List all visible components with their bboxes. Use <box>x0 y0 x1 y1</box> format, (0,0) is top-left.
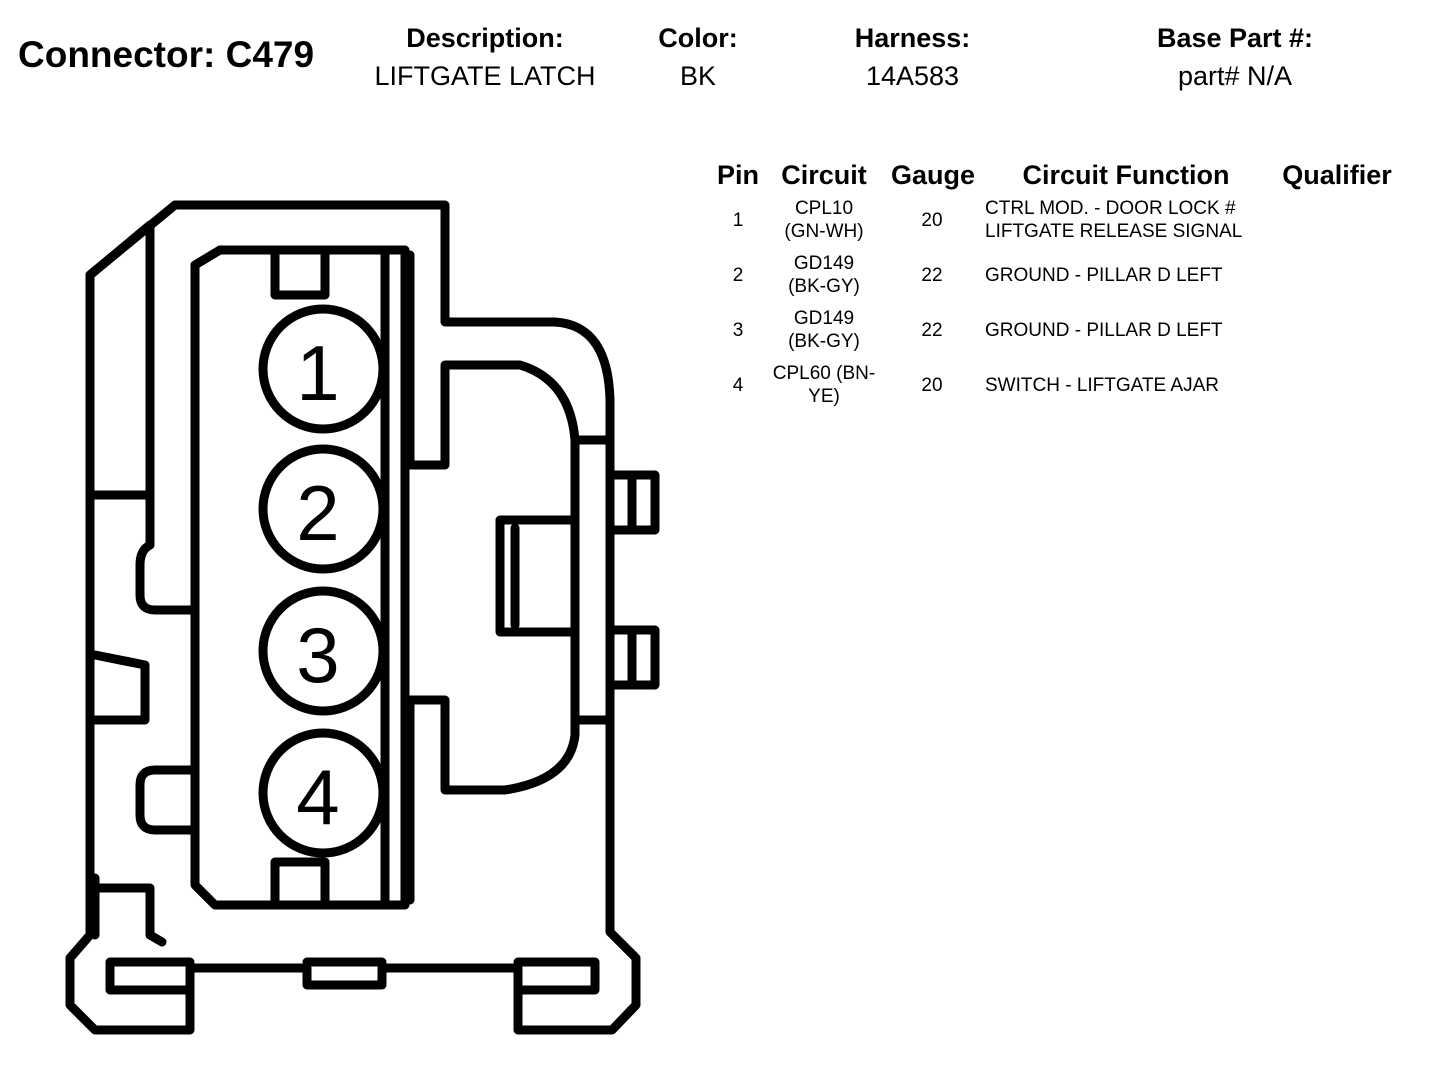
description-block: Description: LIFTGATE LATCH <box>355 22 615 92</box>
pin-circle-4 <box>258 728 388 858</box>
color-label: Color: <box>658 23 738 53</box>
gauge-cell: 20 <box>921 210 943 231</box>
gauge-cell: 22 <box>921 320 943 341</box>
circuit-line-2: (BK-GY) <box>788 331 860 352</box>
circuit-line-2: YE) <box>808 386 840 407</box>
pin-cavity-outline <box>190 245 410 910</box>
header-qualifier: Qualifier <box>1282 160 1392 190</box>
circuit-line-1: CPL60 (BN- <box>772 363 876 384</box>
header-pin: Pin <box>716 160 759 190</box>
pin-circle-1 <box>258 304 388 434</box>
connector-face-drawing: 1 2 3 4 <box>65 200 660 1035</box>
circuit-line-2: (BK-GY) <box>788 276 860 297</box>
circuit-line-1: GD149 <box>793 308 855 329</box>
base-part-value: part# N/A <box>1177 61 1293 91</box>
pin-key-bottom <box>270 857 330 905</box>
latch-tab-upper <box>605 470 660 535</box>
circuit-line-1: GD149 <box>793 253 855 274</box>
function-cell: GROUND - PILLAR D LEFT <box>985 264 1295 287</box>
pin-label-1: 1 <box>296 329 339 417</box>
description-value: LIFTGATE LATCH <box>374 61 596 91</box>
housing-left-notch-top <box>135 490 195 615</box>
function-cell: CTRL MOD. - DOOR LOCK # LIFTGATE RELEASE… <box>985 197 1295 243</box>
pin-key-top <box>270 250 330 300</box>
description-label: Description: <box>406 23 564 53</box>
header-circuit: Circuit <box>781 160 867 190</box>
pin-number: 3 <box>732 320 744 341</box>
function-line-1: CTRL MOD. - DOOR LOCK # <box>985 198 1236 219</box>
circuit-line-2: (GN-WH) <box>784 221 864 242</box>
color-block: Color: BK <box>638 22 758 92</box>
pin-circle-3 <box>258 586 388 716</box>
circuit-line-1: CPL10 <box>794 198 854 219</box>
function-line-2: LIFTGATE RELEASE SIGNAL <box>985 221 1243 242</box>
table-row: 2 GD149 (BK-GY) 22 GROUND - PILLAR D LEF… <box>706 252 1406 304</box>
latch-rail <box>570 435 615 725</box>
circuit-cell: CPL10 (GN-WH) <box>762 197 886 243</box>
circuit-cell: GD149 (BK-GY) <box>762 307 886 353</box>
pin-label-3: 3 <box>296 611 339 699</box>
pin-number: 1 <box>732 210 744 231</box>
latch-tab-lower <box>605 625 660 690</box>
harness-label: Harness: <box>854 23 971 53</box>
color-value: BK <box>679 61 717 91</box>
function-cell: SWITCH - LIFTGATE AJAR <box>985 374 1295 397</box>
latch-block <box>495 515 580 637</box>
function-line-1: GROUND - PILLAR D LEFT <box>985 320 1223 341</box>
header-gauge: Gauge <box>890 160 976 190</box>
housing-left-lower-bracket <box>90 873 167 947</box>
base-part-label: Base Part #: <box>1156 23 1314 53</box>
function-line-1: SWITCH - LIFTGATE AJAR <box>985 375 1219 396</box>
function-line-1: GROUND - PILLAR D LEFT <box>985 265 1223 286</box>
foot-right <box>513 957 600 995</box>
pin-number: 2 <box>732 265 744 286</box>
gauge-cell: 20 <box>921 375 943 396</box>
housing-left-inner-wall <box>85 220 155 500</box>
header-function: Circuit Function <box>1022 160 1230 190</box>
table-row: 3 GD149 (BK-GY) 22 GROUND - PILLAR D LEF… <box>706 307 1406 359</box>
pin-number: 4 <box>732 375 744 396</box>
table-row: 1 CPL10 (GN-WH) 20 CTRL MOD. - DOOR LOCK… <box>706 197 1406 249</box>
base-part-block: Base Part #: part# N/A <box>1135 22 1335 92</box>
housing-left-notch-bottom <box>135 765 195 835</box>
foot-left <box>105 957 195 995</box>
housing-left-tab-upper <box>90 650 150 725</box>
harness-block: Harness: 14A583 <box>830 22 995 92</box>
gauge-cell: 22 <box>921 265 943 286</box>
circuit-cell: GD149 (BK-GY) <box>762 252 886 298</box>
table-row: 4 CPL60 (BN- YE) 20 SWITCH - LIFTGATE AJ… <box>706 362 1406 414</box>
harness-value: 14A583 <box>865 61 960 91</box>
connector-title: Connector: C479 <box>18 34 315 75</box>
pin-label-2: 2 <box>296 469 339 557</box>
latch-arm <box>405 250 580 905</box>
circuit-cell: CPL60 (BN- YE) <box>762 362 886 408</box>
function-cell: GROUND - PILLAR D LEFT <box>985 319 1295 342</box>
pin-circle-2 <box>258 444 388 574</box>
pin-label-4: 4 <box>296 753 339 841</box>
